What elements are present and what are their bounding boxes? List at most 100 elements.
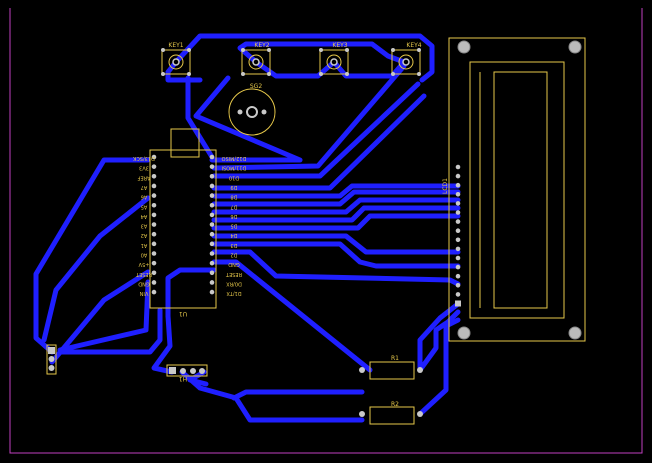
resistor-r1: R1 <box>359 355 423 380</box>
mcu-pin <box>209 251 215 256</box>
buzzer-label: SG2 <box>250 83 262 90</box>
lcd-pin <box>455 255 461 261</box>
mcu-pin <box>151 183 157 189</box>
mcu-pin <box>151 222 157 227</box>
lcd-pin <box>455 264 461 270</box>
lcd-pin <box>455 201 461 206</box>
mcu-pin-label: D4 <box>230 232 237 238</box>
header-label: H1 <box>179 375 188 382</box>
mcu-pin-label: +5V <box>138 261 149 267</box>
mcu-pin-label: RESET <box>135 271 152 277</box>
mcu-pin <box>151 174 157 179</box>
mcu-pin-label: A2 <box>141 232 148 238</box>
lcd-pin <box>455 292 461 297</box>
mcu-pin-label: D11/MOSI <box>222 165 247 171</box>
mcu-pin-label: GND <box>138 280 150 286</box>
key2-switch: KEY2 <box>241 42 271 76</box>
lcd1-display: LCD1 <box>442 37 586 342</box>
mcu-pin <box>151 289 157 295</box>
mcu-pin <box>209 193 215 198</box>
mcu-pin <box>151 270 157 276</box>
lcd-pin <box>455 237 461 243</box>
mcu-pin-label: D7 <box>230 203 237 209</box>
mcu-pin-label: D9 <box>230 184 237 190</box>
traces <box>33 33 461 423</box>
mcu-pin <box>151 260 157 266</box>
mcu-pin <box>151 280 157 285</box>
lcd-pin <box>455 273 461 279</box>
key3-switch: KEY3 <box>319 42 349 76</box>
resistor-r2-label: R2 <box>391 401 399 408</box>
lcd-pin <box>455 210 461 215</box>
side-connector <box>46 344 57 375</box>
mcu-pin-label: RESET <box>225 271 242 277</box>
mcu-pin-label: D3 <box>230 242 237 248</box>
lcd-pin <box>455 219 461 224</box>
mcu-pin <box>209 183 215 189</box>
mcu-pin-label: D2 <box>230 252 237 258</box>
mcu-pin-label: A4 <box>141 213 148 219</box>
mcu-pin <box>209 164 215 169</box>
resistor-r1-label: R1 <box>391 355 399 362</box>
key4-switch: KEY4 <box>391 42 422 76</box>
mcu-pin <box>209 289 215 295</box>
lcd-pin <box>455 164 461 170</box>
mcu-pin-label: A5 <box>141 203 148 209</box>
mcu-pin <box>209 270 215 276</box>
mcu-pin-label: D5 <box>230 223 237 229</box>
mcu-pin <box>151 154 157 160</box>
mcu-pin <box>151 202 157 208</box>
mcu-pin <box>209 231 215 237</box>
mcu-pin <box>151 231 157 237</box>
mcu-pin <box>209 202 215 208</box>
mcu-pin-label: A0 <box>141 252 148 258</box>
mcu-pin <box>209 241 215 247</box>
lcd-pins <box>455 164 461 307</box>
mcu-pin-label: A1 <box>141 242 148 248</box>
mcu-pin <box>209 222 215 227</box>
lcd-label: LCD1 <box>442 178 449 194</box>
resistor-r2: R2 <box>359 401 423 425</box>
mcu-label: U1 <box>179 310 187 317</box>
mcu-pin-label: D8 <box>230 194 237 200</box>
mcu-pin <box>209 154 215 160</box>
mcu-pin-label: GND <box>228 261 240 267</box>
mcu-pin-label: D10 <box>229 174 239 180</box>
mcu-pin <box>209 212 215 218</box>
buzzer-sg2: SG2 <box>228 83 276 136</box>
mcu-pin-label: 3V3 <box>139 165 149 171</box>
mcu-pin <box>209 280 215 285</box>
key1-label: KEY1 <box>168 42 183 49</box>
mcu-pin <box>209 174 215 179</box>
mcu-pin-label: A3 <box>141 223 148 229</box>
mcu-pin <box>151 251 157 256</box>
mcu-pin <box>151 164 157 169</box>
lcd-pin <box>455 300 461 307</box>
keys: KEY1 KEY2 KEY3 KEY4 <box>161 42 422 76</box>
lcd-pin <box>455 228 461 233</box>
mcu-pin-label: D6 <box>230 213 237 219</box>
mcu-pin <box>151 193 157 198</box>
mcu-pin-label: VIN <box>139 290 148 296</box>
board-outline <box>9 8 643 454</box>
mcu-pin <box>151 212 157 218</box>
key3-label: KEY3 <box>332 42 347 49</box>
lcd-pin <box>455 192 461 197</box>
lcd-pin <box>455 283 461 288</box>
lcd-pin <box>455 173 461 179</box>
mcu-pin-label: A6 <box>141 194 148 200</box>
mcu-pin-label: A7 <box>141 184 148 190</box>
lcd-pin <box>455 246 461 252</box>
mcu-pin-label: D1/TX <box>226 290 242 296</box>
mcu-pin-label: D13/SCK <box>132 155 155 161</box>
key2-label: KEY2 <box>254 42 269 49</box>
mcu-pin-label: D12/MISO <box>222 155 247 161</box>
header-h1: H1 <box>166 364 208 382</box>
mcu-pin-label: AREF <box>137 174 150 180</box>
mcu-pin <box>151 241 157 247</box>
lcd-pin <box>455 182 461 188</box>
key4-label: KEY4 <box>406 42 421 49</box>
